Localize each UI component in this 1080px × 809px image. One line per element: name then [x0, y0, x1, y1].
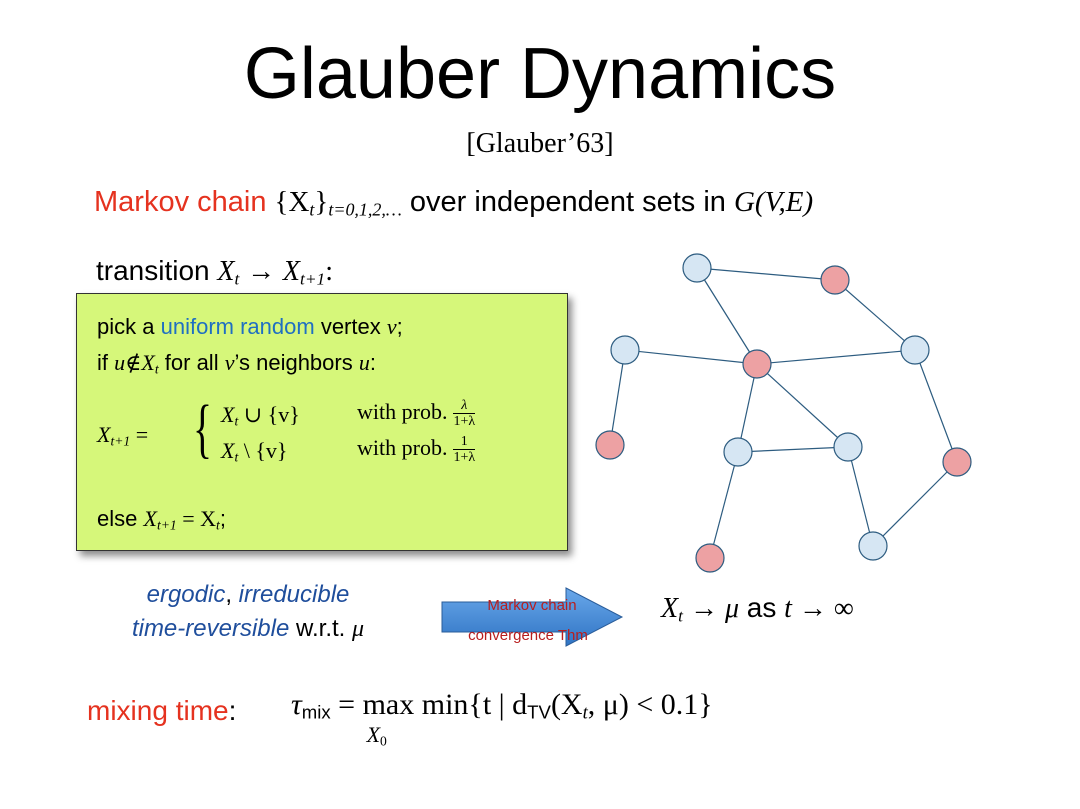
intro-line: Markov chain {Xt}t=0,1,2,… over independ…: [94, 186, 813, 220]
chain-properties: ergodic, irreducible time-reversible w.r…: [131, 581, 365, 642]
markov-chain-text: Markov chain: [94, 186, 267, 218]
transition-rule-box: pick a uniform random vertex v; if u∉Xt …: [76, 293, 568, 551]
uniform-random-text: uniform random: [160, 314, 315, 339]
graph-node: [742, 349, 772, 379]
graph-node: [682, 253, 712, 283]
convergence-arrow-icon: Markov chain convergence Thm: [441, 587, 624, 647]
transition-label: transition Xt → Xt+1:: [96, 255, 334, 289]
else-line: else Xt+1 = Xt;: [97, 506, 226, 533]
graph-diagram: [595, 253, 972, 573]
condition-line: if u∉Xt for all v’s neighbors u:: [97, 350, 376, 377]
convergence-result: Xt → μ as t → ∞: [661, 592, 854, 626]
graph-node: [900, 335, 930, 365]
graph-node: [723, 437, 753, 467]
graph-node: [820, 265, 850, 295]
graph-node: [858, 531, 888, 561]
graph-node: [610, 335, 640, 365]
arrow-label-line1: Markov chain: [487, 597, 576, 614]
graph-node: [595, 430, 625, 460]
pick-line: pick a uniform random vertex v;: [97, 314, 403, 339]
mixing-time-label: mixing time:: [87, 695, 237, 726]
graph-node: [942, 447, 972, 477]
graph-expr: G(V,E): [733, 186, 814, 218]
arrow-label-line2: convergence Thm: [468, 627, 588, 644]
sequence-expr: {Xt}t=0,1,2,…: [274, 186, 402, 220]
graph-node: [833, 432, 863, 462]
citation: [Glauber’63]: [466, 128, 614, 159]
graph-node: [695, 543, 725, 573]
slide-title: Glauber Dynamics: [243, 34, 837, 114]
over-text: over independent sets in: [409, 186, 726, 218]
